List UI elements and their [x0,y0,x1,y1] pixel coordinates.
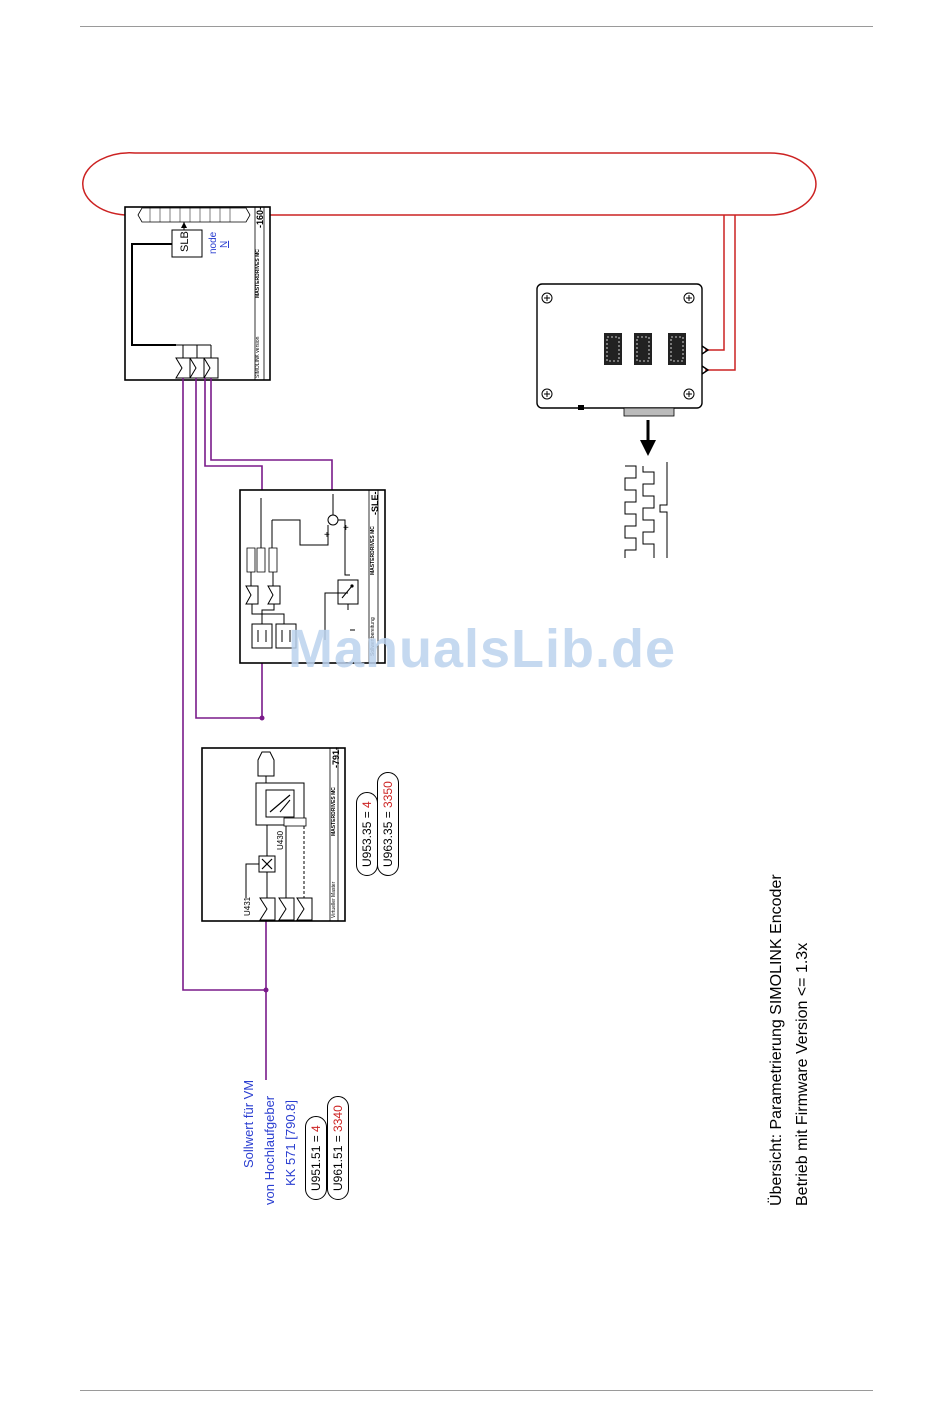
block-sle-footer: MASTERDRIVES MC [370,526,376,575]
junction-dot [259,715,265,721]
overview-subtitle: Betrieb mit Firmware Version <= 1.3x [794,942,811,1206]
svg-text:+: + [343,523,349,534]
address-row [137,207,251,223]
block-160 [124,206,271,381]
param-pill: U961.51 = 3340 [327,1096,349,1200]
block-791 [201,747,346,922]
param-pill: U953.35 = 4 [356,792,378,876]
block-sle-number: -SLE- [370,491,380,516]
u430-label: U430 [276,830,285,850]
ring-drop-1 [705,215,725,351]
u431-label: U431 [243,896,252,916]
node-label: node [208,231,219,254]
block-791-number: -791- [331,746,341,768]
dip-switch-icon [634,333,652,365]
simolink-encoder [536,283,710,417]
screw-icon [541,388,553,400]
overview-title: Übersicht: Parametrierung SIMOLINK Encod… [768,874,785,1206]
sub-d-connector-icon [623,407,675,417]
fiber-connector-icon [701,345,710,375]
slb-label: SLB [179,231,191,252]
block-160-label: SIMOLINK version [255,336,261,378]
param-pill: U963.35 = 3350 [377,772,399,876]
purple-wires [182,378,333,1080]
encoder-signal-waveforms [624,462,668,558]
arrow-down-icon [640,420,656,456]
ring-drop-2 [705,215,736,371]
block-160-number: -160- [255,206,265,228]
connector-group-160 [132,344,219,379]
watermark: ManualsLib.de [288,619,677,679]
setpoint-line-2: von Hochlaufgeber [262,1095,277,1205]
block-160-footer: MASTERDRIVES MC [255,249,261,298]
junction-dot [263,987,269,993]
node-value: N [219,240,230,248]
screw-icon [683,388,695,400]
dip-switch-icon [668,333,686,365]
dip-switch-icon [604,333,622,365]
simolink-ring [81,152,817,216]
block-791-label: Virtueller Master [331,881,337,918]
block-sle: + + [239,489,386,664]
screw-icon [541,292,553,304]
block-791-footer: MASTERDRIVES MC [331,787,337,836]
footer-rule [80,1390,873,1391]
screw-icon [683,292,695,304]
setpoint-line-3: KK 571 [790.8] [283,1099,298,1186]
header-rule [80,26,873,27]
setpoint-line-1: Sollwert für VM [241,1079,256,1168]
svg-text:+: + [324,530,330,541]
param-pill: U951.51 = 4 [305,1116,327,1200]
